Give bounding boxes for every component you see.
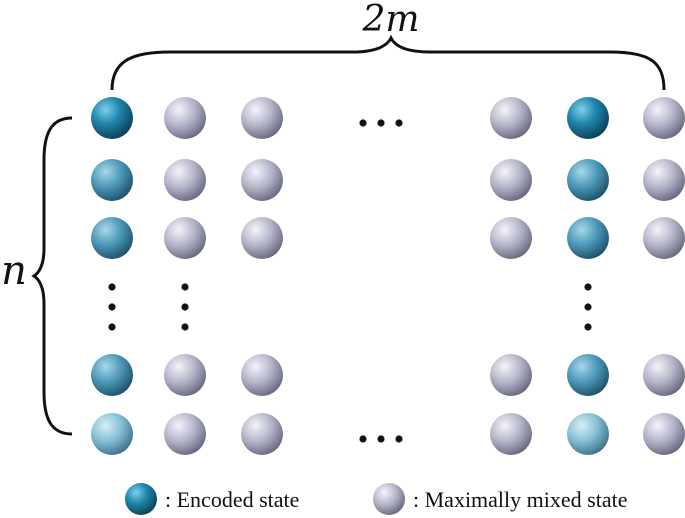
vertical-ellipsis-dot bbox=[108, 323, 116, 331]
vertical-ellipsis-dot bbox=[584, 323, 592, 331]
encoded-state-sphere bbox=[567, 217, 609, 259]
encoded-state-sphere bbox=[567, 413, 609, 455]
vertical-ellipsis-dot bbox=[181, 303, 189, 311]
legend-mixed-label: : Maximally mixed state bbox=[413, 487, 627, 512]
mixed-state-sphere bbox=[164, 413, 206, 455]
encoded-state-sphere bbox=[91, 413, 133, 455]
horizontal-ellipsis-dot bbox=[395, 435, 403, 443]
mixed-state-sphere bbox=[643, 354, 685, 396]
top-brace bbox=[110, 34, 666, 91]
vertical-ellipsis-dot bbox=[584, 303, 592, 311]
mixed-state-sphere bbox=[241, 354, 283, 396]
mixed-state-sphere bbox=[164, 97, 206, 139]
mixed-state-sphere bbox=[643, 413, 685, 455]
mixed-state-sphere bbox=[490, 413, 532, 455]
mixed-state-sphere bbox=[241, 217, 283, 259]
mixed-state-sphere bbox=[164, 354, 206, 396]
horizontal-ellipsis-dot bbox=[377, 119, 385, 127]
encoded-state-sphere bbox=[567, 159, 609, 201]
encoded-state-sphere bbox=[91, 354, 133, 396]
vertical-ellipsis-dot bbox=[181, 283, 189, 291]
mixed-state-sphere bbox=[164, 217, 206, 259]
horizontal-ellipsis-dot bbox=[395, 119, 403, 127]
top-label: 2m bbox=[361, 0, 419, 40]
left-brace bbox=[31, 116, 73, 436]
legend-encoded-swatch bbox=[125, 483, 157, 515]
mixed-state-sphere bbox=[241, 159, 283, 201]
mixed-state-sphere bbox=[490, 97, 532, 139]
horizontal-ellipsis-dot bbox=[377, 435, 385, 443]
encoded-state-sphere bbox=[91, 217, 133, 259]
mixed-state-sphere bbox=[643, 159, 685, 201]
mixed-state-sphere bbox=[241, 413, 283, 455]
horizontal-ellipsis-dot bbox=[359, 119, 367, 127]
mixed-state-sphere bbox=[643, 97, 685, 139]
state-grid bbox=[91, 97, 685, 455]
mixed-state-sphere bbox=[164, 159, 206, 201]
mixed-state-sphere bbox=[490, 354, 532, 396]
mixed-state-sphere bbox=[241, 97, 283, 139]
vertical-ellipsis-dot bbox=[108, 303, 116, 311]
legend-mixed-swatch bbox=[373, 483, 405, 515]
mixed-state-sphere bbox=[490, 217, 532, 259]
encoded-state-sphere bbox=[91, 97, 133, 139]
legend-encoded-label: : Encoded state bbox=[165, 487, 299, 512]
side-label: n bbox=[1, 248, 27, 294]
mixed-state-sphere bbox=[490, 159, 532, 201]
vertical-ellipsis-dot bbox=[108, 283, 116, 291]
encoded-state-sphere bbox=[567, 97, 609, 139]
vertical-ellipsis-dot bbox=[584, 283, 592, 291]
mixed-state-sphere bbox=[643, 217, 685, 259]
legend: : Encoded state : Maximally mixed state bbox=[125, 483, 627, 515]
vertical-ellipsis-dot bbox=[181, 323, 189, 331]
encoded-state-sphere bbox=[91, 159, 133, 201]
encoded-state-sphere bbox=[567, 354, 609, 396]
horizontal-ellipsis-dot bbox=[359, 435, 367, 443]
